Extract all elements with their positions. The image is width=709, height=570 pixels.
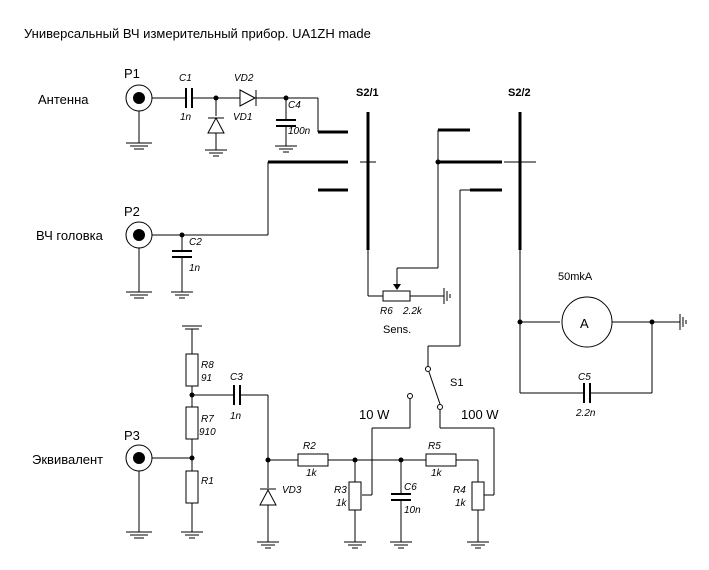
label-p2: P2 [124,204,140,219]
switch-s1-label: S1 [450,377,463,389]
resistor-r8 [185,353,199,387]
ground-p2 [126,248,152,299]
switch-s2-2-label: S2/2 [508,87,531,99]
switch-s2-1 [318,112,376,250]
r6-value: 2.2k [402,306,423,317]
r7-value: 910 [199,427,216,438]
c5-ref: C5 [578,372,591,383]
c3-ref: C3 [230,372,243,383]
ground-vd3 [257,541,279,549]
connector-p3 [125,444,153,472]
c6-value: 10n [404,505,421,516]
r5-ref: R5 [428,441,441,452]
r7-ref: R7 [201,414,214,425]
ground-c4 [275,145,297,153]
position-100w: 100 W [461,407,499,422]
capacitor-c5 [583,383,591,403]
label-dummy-load: Эквивалент [32,452,103,467]
capacitor-c1 [185,88,193,108]
switch-s2-2 [470,112,536,250]
switch-s2-1-label: S2/1 [356,87,379,99]
position-10w: 10 W [359,407,390,422]
c3-value: 1n [230,411,242,422]
r6-ref: R6 [380,306,393,317]
c2-value: 1n [189,263,201,274]
resistor-r1 [185,470,199,504]
r5-value: 1k [431,468,443,479]
c4-ref: C4 [288,100,301,111]
resistor-r5 [425,453,457,467]
vd2-ref: VD2 [234,73,254,84]
r8-value: 91 [201,373,212,384]
ground-c6 [390,541,412,549]
ground-meter [679,314,687,330]
c1-ref: C1 [179,73,192,84]
r2-ref: R2 [303,441,316,452]
label-antenna: Антенна [38,92,89,107]
ground-p1 [126,111,152,150]
vd1-ref: VD1 [233,112,252,123]
label-p3: P3 [124,428,140,443]
vd3-ref: VD3 [282,485,302,496]
r3-value: 1k [336,498,348,509]
ground-vd1 [205,149,227,157]
sens-label: Sens. [383,324,411,336]
capacitor-c6 [391,493,411,501]
capacitor-c3 [233,385,241,405]
r3-ref: R3 [334,485,347,496]
ground-r4 [467,541,489,549]
diagram-title: Универсальный ВЧ измерительный прибор. U… [24,26,371,41]
c4-value: 100n [288,126,311,137]
ground-r6 [443,288,451,304]
ammeter-symbol: A [580,316,589,331]
potentiometer-r3 [348,481,362,511]
resistor-r7 [185,406,199,440]
resistor-r2 [297,453,329,467]
r4-value: 1k [455,498,467,509]
c1-value: 1n [180,112,192,123]
diode-vd3 [259,488,277,506]
ground-c2 [171,291,193,299]
c5-value: 2.2n [575,408,596,419]
connector-p1 [125,84,153,112]
r8-ref: R8 [201,360,214,371]
potentiometer-r6 [382,268,411,302]
meter-range: 50mkA [558,271,593,283]
ground-p3 [126,471,152,539]
switch-s1 [407,366,443,410]
diode-vd2 [239,89,257,107]
r2-value: 1k [306,468,318,479]
r1-ref: R1 [201,476,214,487]
diode-vd1 [207,116,225,134]
potentiometer-r4 [471,481,485,511]
label-p1: P1 [124,66,140,81]
ground-r3 [344,541,366,549]
ground-r1 [181,531,203,539]
c2-ref: C2 [189,237,202,248]
label-rf-head: ВЧ головка [36,228,104,243]
capacitor-c2 [172,250,192,258]
r4-ref: R4 [453,485,466,496]
ground-r8 [182,325,202,330]
c6-ref: C6 [404,482,417,493]
connector-p2 [125,221,153,249]
